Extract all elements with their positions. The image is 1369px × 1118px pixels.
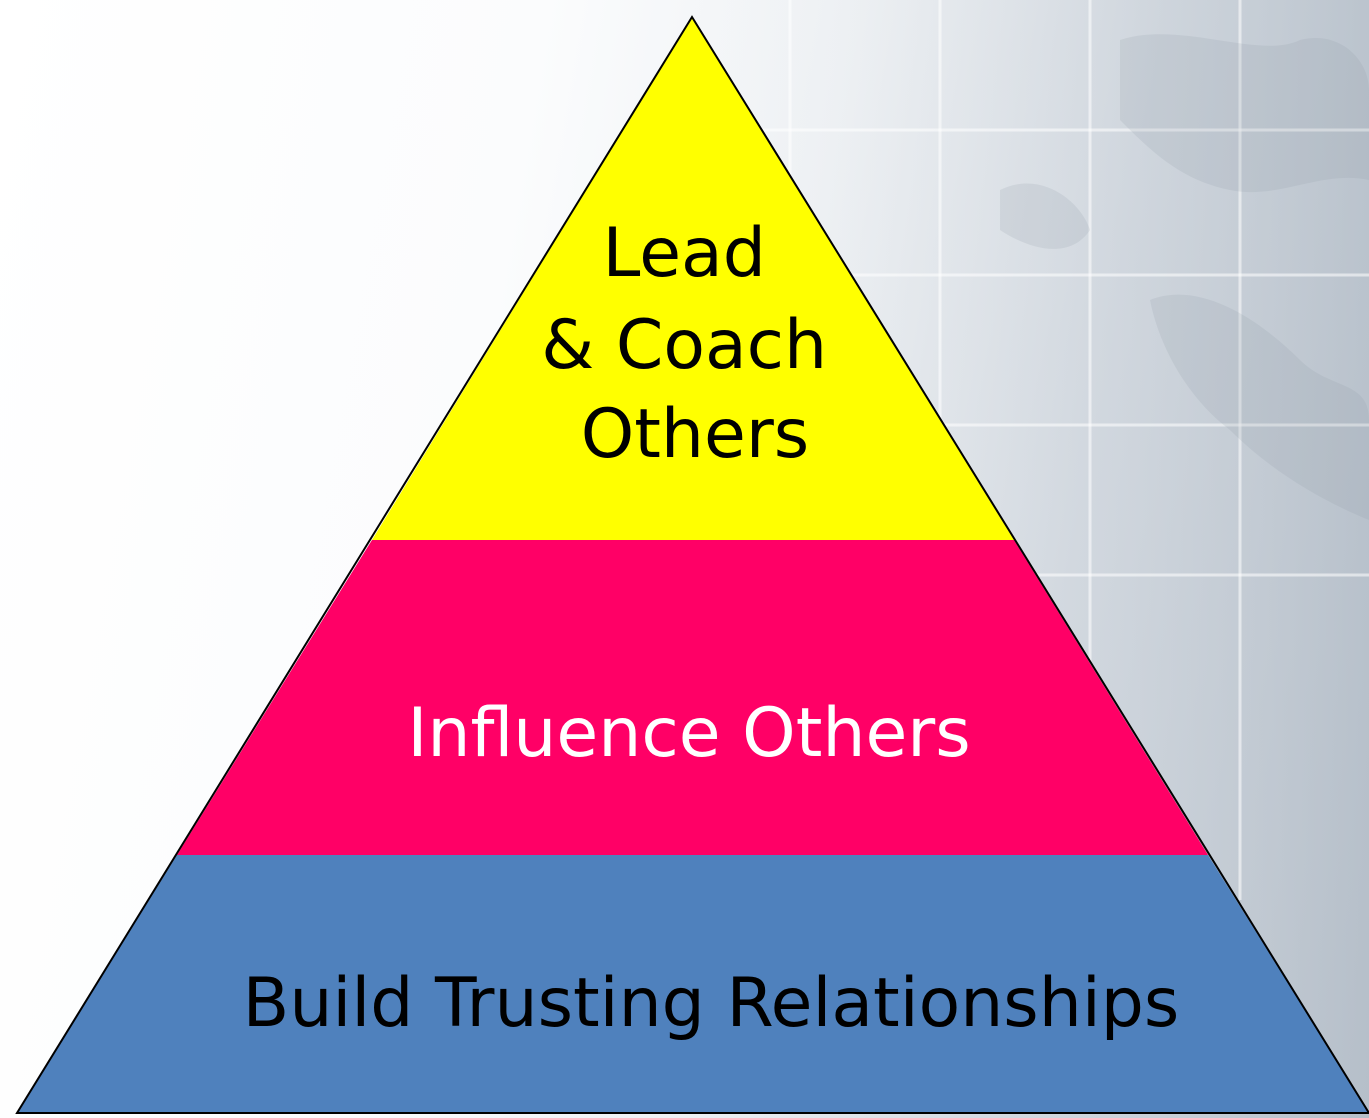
top-tier-label: Lead & Coach Others	[541, 214, 849, 474]
pyramid-tier-top	[372, 17, 1014, 540]
middle-tier-line-1: Influence Others	[407, 694, 970, 773]
top-tier-line-3: Others	[581, 395, 810, 474]
pyramid-tier-bottom	[17, 855, 1369, 1113]
top-tier-line-1: Lead	[603, 214, 766, 293]
bottom-tier-line-1: Build Trusting Relationships	[243, 964, 1180, 1043]
middle-tier-label: Influence Others	[407, 694, 970, 773]
pyramid-outline	[15, 15, 1369, 1114]
bottom-tier-label: Build Trusting Relationships	[243, 964, 1180, 1043]
top-tier-line-2: & Coach	[541, 306, 827, 385]
pyramid-tier-middle	[177, 540, 1208, 855]
